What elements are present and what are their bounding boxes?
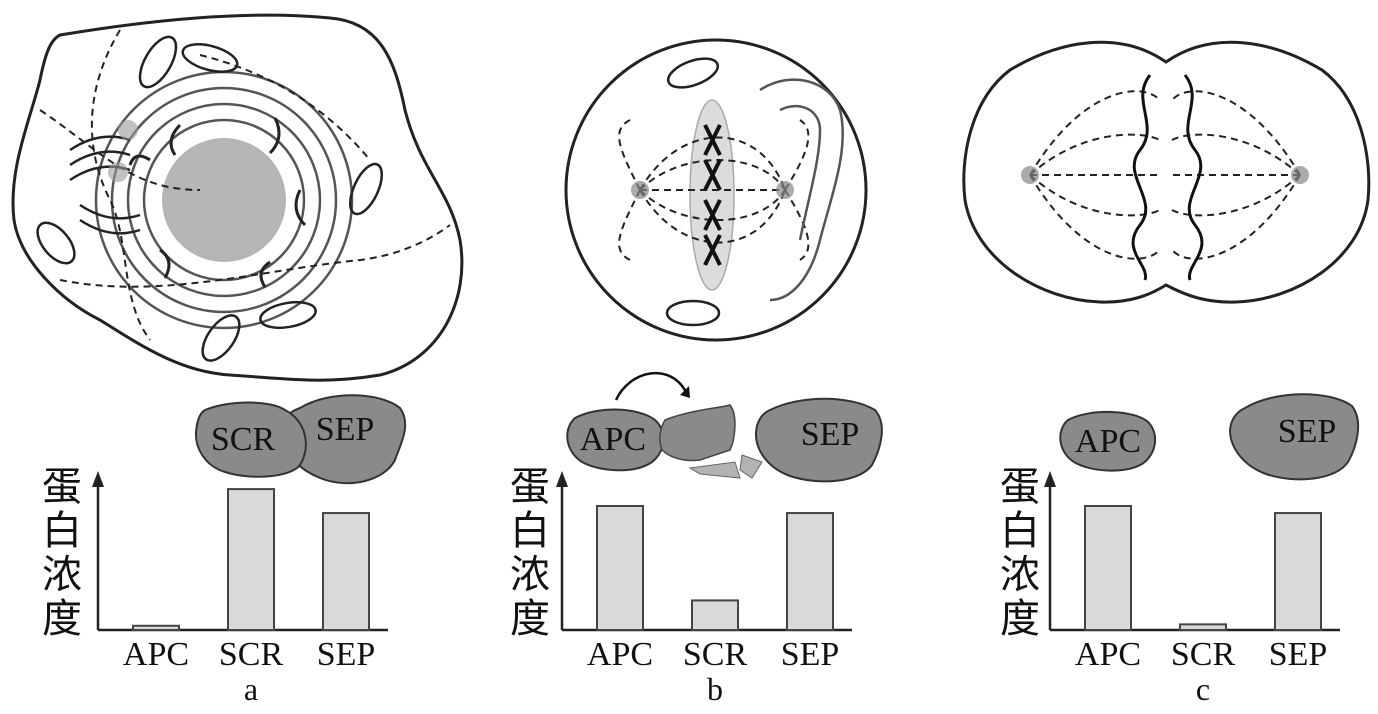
y-axis-label-char: 白 xyxy=(510,508,550,554)
bar-apc xyxy=(596,505,644,631)
sep-label: SEP xyxy=(801,416,860,453)
bar-sep xyxy=(1274,512,1322,632)
y-axis-label-char: 浓 xyxy=(42,552,82,598)
y-axis-arrow xyxy=(556,471,568,487)
y-axis-label-char: 蛋 xyxy=(1000,464,1040,510)
x-tick-label: APC xyxy=(587,636,653,673)
y-axis-label-char: 白 xyxy=(1000,508,1040,554)
bar-scr xyxy=(691,599,739,632)
sep-label: SEP xyxy=(1278,413,1337,450)
y-axis-label-char: 蛋 xyxy=(510,464,550,510)
apc-protein-blob xyxy=(566,408,665,472)
metaphase-cell-icon xyxy=(564,38,868,342)
bar-apc xyxy=(1084,505,1132,631)
x-tick-label: SCR xyxy=(1171,636,1236,673)
y-axis-label-char: 白 xyxy=(42,508,82,554)
panel-c-proteins: APC SEP xyxy=(1059,393,1360,481)
bar-apc xyxy=(132,624,180,631)
x-tick-label: SEP xyxy=(781,636,840,673)
scr-cleaved-fragment-3 xyxy=(739,454,763,479)
apc-label: APC xyxy=(580,421,646,458)
panel-label: b xyxy=(707,671,723,707)
x-tick-label: SEP xyxy=(1269,636,1328,673)
sep-protein-blob xyxy=(754,397,883,483)
anaphase-cell-icon xyxy=(962,40,1371,304)
y-axis-label-char: 浓 xyxy=(510,552,550,598)
panel-label: a xyxy=(244,671,258,707)
cleavage-arrow-head xyxy=(680,386,690,398)
apc-protein-blob xyxy=(1059,411,1157,472)
sep-label: SEP xyxy=(316,411,375,448)
apc-label: APC xyxy=(1075,423,1141,460)
y-axis-label-char: 浓 xyxy=(1000,552,1040,598)
sep-protein-blob xyxy=(1228,393,1360,481)
bar-scr xyxy=(1179,623,1227,632)
y-axis-label-char: 度 xyxy=(510,596,550,642)
scr-cleaved-fragment xyxy=(659,404,736,462)
y-axis-label-char: 度 xyxy=(1000,596,1040,642)
scr-label: SCR xyxy=(211,421,276,458)
y-axis-label-char: 蛋 xyxy=(42,464,82,510)
x-tick-label: APC xyxy=(123,636,189,673)
scr-protein-blob xyxy=(194,401,307,478)
x-tick-label: SCR xyxy=(683,636,748,673)
bar-sep xyxy=(322,512,370,632)
x-tick-label: SCR xyxy=(219,636,284,673)
panel-label: c xyxy=(1196,671,1210,707)
y-axis-arrow xyxy=(92,471,104,487)
panel-b-proteins: APC SEP xyxy=(566,371,883,483)
bar-sep xyxy=(786,512,834,632)
bar-scr xyxy=(227,488,275,631)
cleavage-arrow-icon xyxy=(614,371,688,401)
y-axis-arrow xyxy=(1044,471,1056,487)
panel-a-proteins: SCR SEP xyxy=(194,394,407,485)
y-axis-label-char: 度 xyxy=(42,596,82,642)
interphase-cell-icon xyxy=(11,13,464,382)
x-tick-label: APC xyxy=(1075,636,1141,673)
scr-cleaved-fragment-2 xyxy=(688,461,741,479)
x-tick-label: SEP xyxy=(317,636,376,673)
